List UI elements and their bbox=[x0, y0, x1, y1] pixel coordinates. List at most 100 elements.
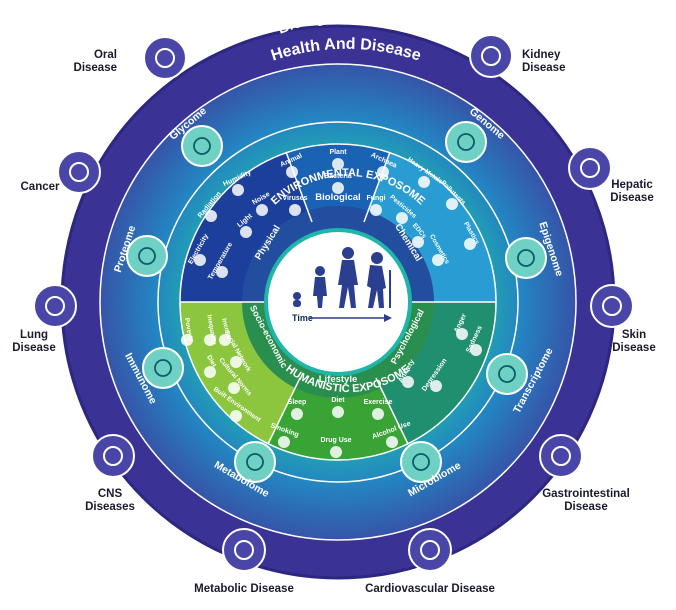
lifestyle-item: Sleep bbox=[288, 399, 307, 406]
biological-item: Plant bbox=[329, 149, 347, 156]
disease-label: Gastrointestinal bbox=[542, 488, 630, 500]
biological-label: Biological bbox=[315, 192, 360, 203]
biological-item-icon bbox=[332, 158, 344, 170]
psychological-item-icon bbox=[456, 328, 468, 340]
kidney-icon-glyph bbox=[481, 46, 501, 66]
molecule-network-icon-glyph bbox=[246, 453, 264, 471]
biological-item: Viruses bbox=[282, 195, 307, 202]
biological-item-icon bbox=[332, 182, 344, 194]
cancer-cell-icon-glyph bbox=[69, 162, 89, 182]
physical-item-icon bbox=[194, 254, 206, 266]
disease-label: Disease bbox=[612, 342, 655, 354]
chemical-item-icon bbox=[418, 176, 430, 188]
glycan-icon-glyph bbox=[193, 137, 211, 155]
lifestyle-item-icon bbox=[332, 406, 344, 418]
disease-label: Oral bbox=[94, 49, 117, 61]
environmental-band bbox=[242, 206, 434, 302]
protein-icon bbox=[126, 235, 168, 277]
lungs-icon bbox=[33, 284, 77, 328]
antibody-icon-glyph bbox=[154, 359, 172, 377]
bacteria-icon-glyph bbox=[412, 453, 430, 471]
skin-icon-glyph bbox=[602, 296, 622, 316]
chemical-item-icon bbox=[464, 238, 476, 250]
biological-item-icon bbox=[289, 204, 301, 216]
socioeconomic-item-icon bbox=[181, 334, 193, 346]
humanistic-band bbox=[242, 302, 434, 398]
lungs-icon-glyph bbox=[45, 296, 65, 316]
disease-label: Disease bbox=[610, 192, 653, 204]
disease-label: Disease bbox=[522, 62, 565, 74]
kidney-icon bbox=[469, 34, 513, 78]
intestine-icon bbox=[539, 434, 583, 478]
lifestyle-item-icon bbox=[386, 436, 398, 448]
protein-icon-glyph bbox=[138, 247, 156, 265]
physical-item-icon bbox=[240, 226, 252, 238]
heart-icon-glyph bbox=[420, 540, 440, 560]
dna-helix-icon-glyph bbox=[457, 133, 475, 151]
chemical-item-icon bbox=[412, 236, 424, 248]
disease-label: Hepatic bbox=[611, 179, 653, 191]
chemical-item-icon bbox=[446, 198, 458, 210]
rna-icon-glyph bbox=[498, 365, 516, 383]
chemical-item-icon bbox=[432, 254, 444, 266]
heart-icon bbox=[408, 528, 452, 572]
dna-helix-icon bbox=[445, 121, 487, 163]
psychological-item-icon bbox=[430, 380, 442, 392]
liver-icon bbox=[568, 146, 612, 190]
glycan-icon bbox=[181, 125, 223, 167]
socioeconomic-item-icon bbox=[228, 382, 240, 394]
bio-ring-border bbox=[99, 63, 577, 541]
lifestyle-item: Diet bbox=[331, 397, 345, 404]
lifestyle-item: Drug Use bbox=[320, 437, 351, 444]
disease-label: Metabolic Disease bbox=[194, 583, 294, 595]
intestine-icon-glyph bbox=[551, 446, 571, 466]
disease-label: Cancer bbox=[21, 181, 61, 193]
disease-label: CNS bbox=[98, 488, 123, 500]
tooth-icon bbox=[143, 36, 187, 80]
chemical-item-icon bbox=[396, 212, 408, 224]
rna-icon bbox=[486, 353, 528, 395]
socioeconomic-item-icon bbox=[230, 410, 242, 422]
lifestyle-sector bbox=[268, 378, 408, 461]
disease-label: Cardiovascular Disease bbox=[365, 583, 495, 595]
omics-inner-border bbox=[157, 121, 519, 483]
disease-label: Disease bbox=[564, 501, 607, 513]
disease-label: Lung bbox=[20, 329, 48, 341]
socioeconomic-item-icon bbox=[204, 366, 216, 378]
lifestyle-item-icon bbox=[330, 446, 342, 458]
dna-methylation-icon bbox=[505, 237, 547, 279]
liver-icon-glyph bbox=[580, 158, 600, 178]
lifestyle-item-icon bbox=[278, 436, 290, 448]
sector-borders bbox=[179, 143, 497, 461]
lifestyle-item: Exercise bbox=[364, 399, 393, 406]
brain-icon-glyph bbox=[103, 446, 123, 466]
biological-item: Bacteria bbox=[324, 173, 352, 180]
human-evolution-icon bbox=[293, 247, 391, 308]
biological-item-icon bbox=[377, 166, 389, 178]
disease-label: Disease bbox=[12, 342, 55, 354]
tooth-icon-glyph bbox=[155, 48, 175, 68]
bacteria-icon bbox=[400, 441, 442, 483]
center-disc bbox=[268, 232, 408, 372]
physical-item-icon bbox=[216, 266, 228, 278]
lifestyle-item-icon bbox=[291, 408, 303, 420]
molecule-network-icon bbox=[234, 441, 276, 483]
cancer-cell-icon bbox=[57, 150, 101, 194]
socioeconomic-item-icon bbox=[230, 356, 242, 368]
socioeconomic-item-icon bbox=[204, 334, 216, 346]
disease-label: Diseases bbox=[85, 501, 135, 513]
physical-item-icon bbox=[256, 204, 268, 216]
chemical-sector bbox=[364, 152, 497, 302]
biological-item: Fungi bbox=[366, 195, 385, 202]
skin-icon bbox=[590, 284, 634, 328]
dna-methylation-icon-glyph bbox=[517, 249, 535, 267]
physical-item-icon bbox=[205, 210, 217, 222]
time-arrow-head bbox=[384, 314, 392, 322]
glucose-meter-icon-glyph bbox=[234, 540, 254, 560]
glucose-meter-icon bbox=[222, 528, 266, 572]
disease-label: Disease bbox=[74, 62, 117, 74]
lifestyle-item-icon bbox=[372, 408, 384, 420]
psychological-item-icon bbox=[402, 376, 414, 388]
psychological-item-icon bbox=[470, 344, 482, 356]
